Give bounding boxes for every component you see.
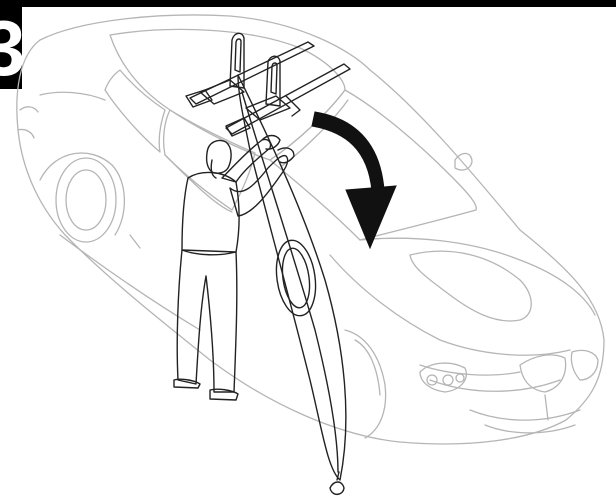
curved-arrow-icon <box>312 112 396 248</box>
kayak-icon <box>238 75 346 494</box>
